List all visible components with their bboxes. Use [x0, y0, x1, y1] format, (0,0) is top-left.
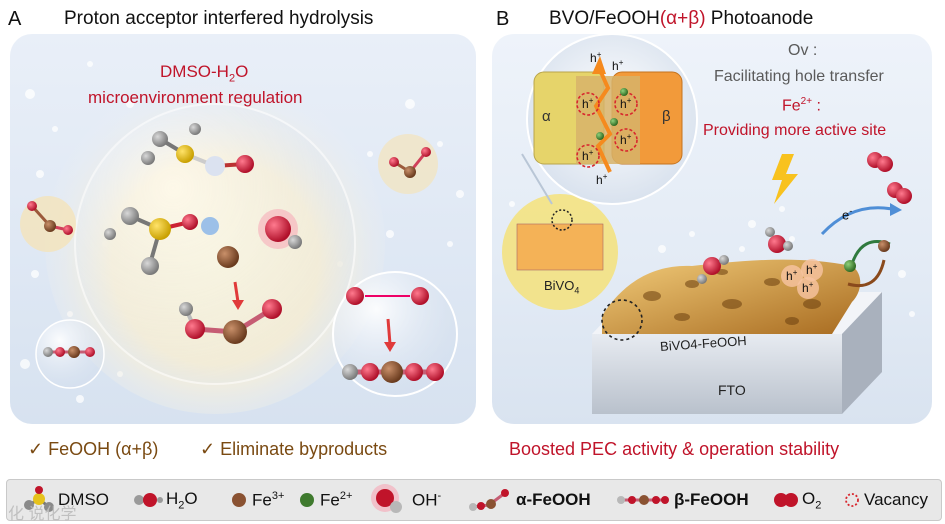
surface-hole-2: h+ — [806, 262, 818, 277]
beta-feooh-molecule — [43, 346, 95, 358]
panel-a-illustration: DMSO-H2O microenvironment regulation — [10, 34, 476, 424]
hole-mid-1: h+ — [582, 96, 594, 111]
watermark: 化 说化学 — [8, 506, 77, 523]
dmso-molecule-top — [141, 123, 254, 176]
fe3-icon — [232, 493, 246, 507]
hole-low-1: h+ — [582, 148, 594, 163]
product-bubble — [332, 271, 458, 397]
surface-holes — [781, 259, 823, 299]
legend-water: H2O — [129, 480, 198, 520]
hole-top-1: h+ — [590, 50, 602, 65]
legend-hydroxide: OH- — [369, 480, 441, 520]
hole-mid-2: h+ — [620, 96, 632, 111]
panel-b-illustration: Ov : Facilitating hole transfer Fe2+ : P… — [492, 34, 932, 424]
microenvironment-label-line1: DMSO-H2O — [160, 62, 249, 85]
water-icon — [134, 493, 163, 507]
panel-a-title: Proton acceptor interfered hydrolysis — [64, 8, 374, 29]
ov-label: Ov : — [788, 42, 818, 59]
microenvironment-bubble — [74, 103, 356, 385]
alpha-feooh-icon — [469, 489, 509, 511]
fto-label: FTO — [718, 382, 746, 398]
panel-b-conclusion: Boosted PEC activity & operation stabili… — [509, 439, 840, 459]
fe2-sites — [596, 88, 628, 140]
legend-fe3: Fe3+ — [229, 480, 284, 520]
small-bubble-right — [378, 134, 438, 194]
fe2-label: Fe2+ : — [782, 96, 821, 115]
legend-beta-feooh: β-FeOOH — [615, 480, 749, 520]
ov-description: Facilitating hole transfer — [714, 68, 884, 85]
vacancy-icon — [845, 493, 859, 507]
surface-hole-1: h+ — [786, 268, 798, 283]
hydroxide-ion — [258, 209, 302, 249]
alpha-label: α — [542, 108, 551, 125]
panel-a-letter: A — [8, 8, 22, 30]
alpha-feooh-molecule-2 — [389, 147, 431, 178]
o2-molecules — [867, 152, 912, 204]
panel-a-scene — [20, 61, 464, 414]
droplets — [20, 61, 464, 403]
beta-feooh-icon — [617, 495, 669, 505]
hole-bottom: h+ — [596, 172, 608, 187]
panel-b-letter: B — [496, 8, 510, 30]
legend-dmso: DMSO — [21, 480, 109, 520]
microenvironment-label-line2: microenvironment regulation — [88, 88, 303, 107]
fe2-icon — [300, 493, 314, 507]
hole-top-2: h+ — [612, 58, 624, 73]
check-eliminate-byproducts: ✓ Eliminate byproducts — [200, 439, 388, 459]
bivo4-grid — [516, 223, 604, 271]
hole-transfer-path — [593, 69, 613, 173]
panel-b-scene — [502, 34, 915, 414]
feooh-product — [179, 299, 282, 344]
legend-bar: DMSO H2O Fe3+ Fe2+ OH- α-FeOOH β-FeOOH — [6, 479, 942, 521]
zoom-marker — [601, 299, 643, 341]
fe2-description: Providing more active site — [703, 122, 887, 139]
hydrolysis-product — [342, 287, 444, 383]
legend-alpha-feooh: α-FeOOH — [467, 480, 591, 520]
hydroxide-icon — [371, 484, 402, 513]
light-bolt — [772, 154, 798, 204]
panel-b-title: BVO/FeOOH(α+β) Photoanode — [549, 8, 814, 29]
legend-oxygen: O2 — [771, 480, 821, 520]
legend-vacancy: Vacancy — [843, 480, 928, 520]
electron-label: e- — [842, 206, 853, 223]
surface-hole-3: h+ — [802, 280, 814, 295]
legend-fe2: Fe2+ — [297, 480, 352, 520]
reaction-arrow — [233, 281, 240, 303]
check-feooh: ✓ FeOOH (α+β) — [28, 439, 159, 459]
electron-arrow — [820, 206, 893, 236]
fto-substrate — [592, 334, 842, 414]
hole-low-2: h+ — [620, 132, 632, 147]
water-molecule-b — [697, 227, 793, 284]
beta-label: β — [662, 108, 671, 125]
fe-cycle-brown — [847, 259, 886, 287]
droplets-b — [509, 201, 915, 317]
bivo4-label: BiVO4 — [544, 278, 580, 296]
fe3-ion — [217, 246, 239, 268]
oxygen-icon — [774, 493, 798, 507]
dmso-water-complex — [104, 207, 219, 275]
dmso-icon — [24, 486, 54, 512]
alpha-feooh-molecule — [27, 201, 73, 235]
